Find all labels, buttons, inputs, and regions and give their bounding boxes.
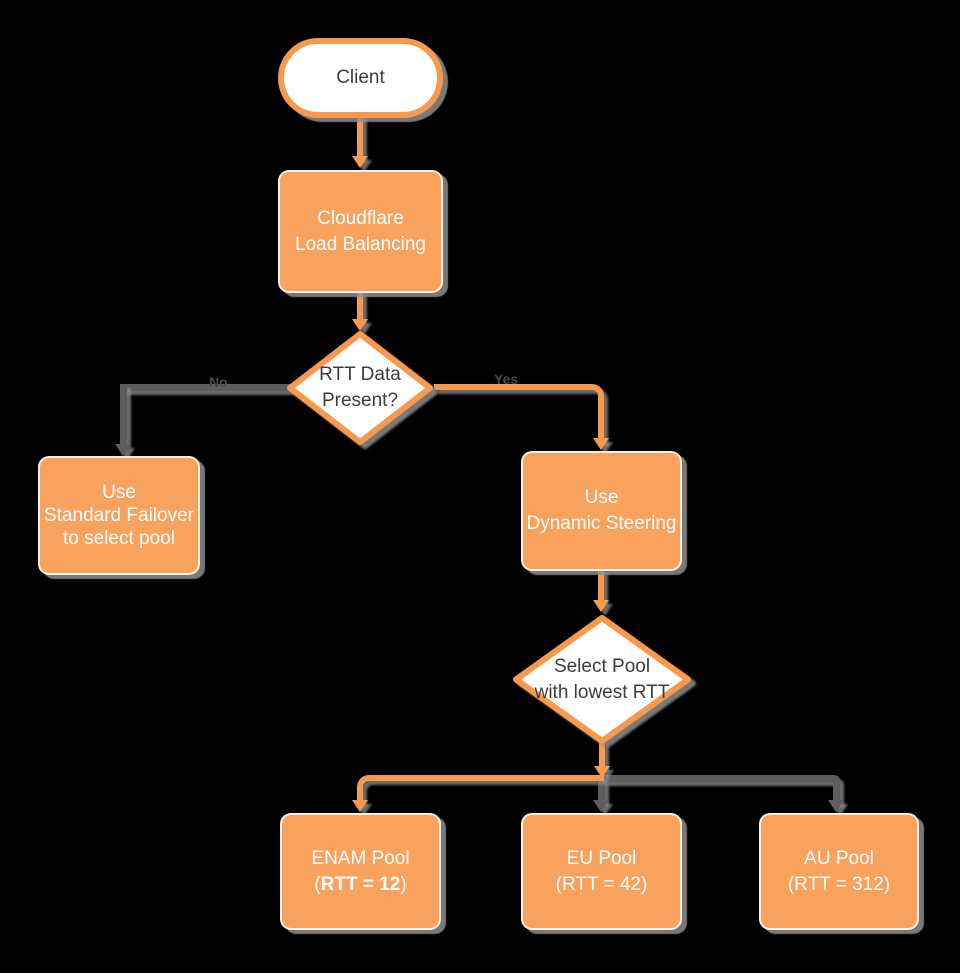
au-pool-line2: (RTT = 312) (787, 873, 891, 895)
select-pool-line1: Select Pool (553, 655, 651, 677)
arrowhead-client-to-loadbalancing (352, 156, 368, 168)
arrowhead-yes-branch (593, 438, 609, 450)
connector-yes-branch-elbow (434, 384, 604, 442)
enam-pool-rtt-bold: RTT = 12 (320, 873, 401, 895)
dynamic-steering-line2: Dynamic Steering (526, 513, 677, 534)
diamond-shape (513, 615, 691, 744)
enam-pool-node: ENAM Pool (RTT = 12) (280, 813, 441, 930)
arrowhead-loadbalancing-to-rtt-decision (352, 319, 368, 331)
rtt-decision-diamond: RTT Data Present? (286, 330, 434, 446)
rtt-decision-line1: RTT Data (319, 364, 401, 385)
edge-label-yes: Yes (494, 371, 519, 387)
dynamic-steering-line1: Use (584, 487, 619, 508)
arrowhead-steering-to-select-pool (593, 600, 609, 612)
standard-failover-line3: to select pool (63, 528, 175, 549)
connector-junction-to-au-pool (604, 775, 840, 803)
connector-no-branch-horizontal (123, 384, 290, 391)
connector-loadbalancing-to-rtt-decision (357, 291, 363, 321)
client-label: Client (336, 67, 385, 88)
standard-failover-node: Use Standard Failover to select pool (38, 456, 200, 575)
diamond-shape (287, 331, 433, 445)
standard-failover-line2: Standard Failover (44, 505, 194, 526)
edge-label-no: No (209, 374, 228, 390)
connector-no-branch-vertical (120, 384, 127, 444)
connector-steering-to-select-pool (598, 569, 604, 602)
au-pool-node: AU Pool (RTT = 312) (759, 813, 919, 930)
standard-failover-line1: Use (102, 482, 136, 503)
arrowhead-no-branch (115, 444, 131, 456)
connector-client-to-loadbalancing (357, 114, 363, 158)
select-pool-diamond: Select Pool with lowest RTT (512, 614, 692, 745)
client-node: Client (278, 38, 443, 118)
cloudflare-load-balancing-line1: Cloudflare (317, 207, 404, 229)
select-pool-line2: with lowest RTT (534, 681, 670, 703)
cloudflare-load-balancing-node: Cloudflare Load Balancing (278, 170, 443, 293)
connector-select-pool-to-junction (599, 743, 605, 768)
au-pool-line1: AU Pool (804, 847, 874, 869)
eu-pool-node: EU Pool (RTT = 42) (521, 813, 682, 930)
dynamic-steering-node: Use Dynamic Steering (521, 451, 682, 571)
eu-pool-line2: (RTT = 42) (555, 873, 648, 895)
cloudflare-load-balancing-line2: Load Balancing (295, 233, 426, 255)
enam-pool-line1: ENAM Pool (311, 847, 410, 869)
arrowhead-junction-to-eu-pool (593, 800, 609, 812)
enam-pool-line2: (RTT = 12) (314, 873, 407, 895)
eu-pool-line1: EU Pool (566, 847, 637, 869)
arrowhead-junction-to-enam-pool (352, 800, 368, 812)
rtt-decision-line2: Present? (321, 390, 399, 411)
arrowhead-junction-to-au-pool (828, 800, 844, 812)
connector-junction-to-enam-pool (357, 775, 604, 802)
